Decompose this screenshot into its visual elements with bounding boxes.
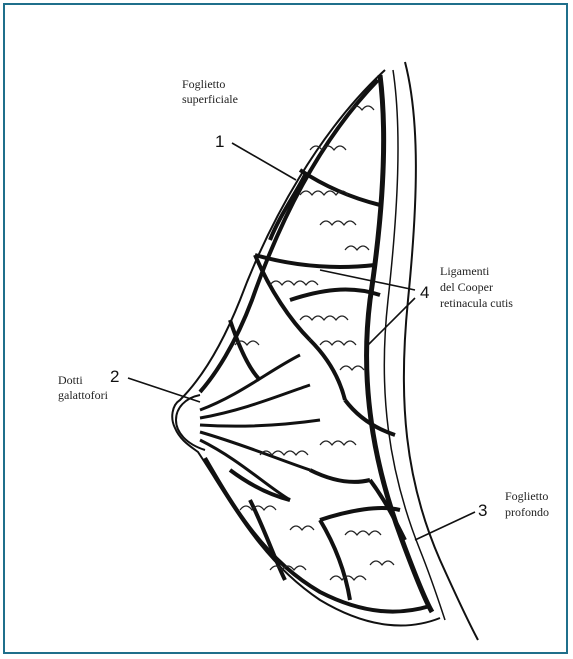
label-ligaments-line1: Ligamenti <box>440 264 490 278</box>
number-2: 2 <box>110 367 119 386</box>
label-superficial-line2: superficiale <box>182 92 238 106</box>
label-deep-line1: Foglietto <box>505 489 548 503</box>
number-1: 1 <box>215 132 224 151</box>
label-ligaments-line2: del Cooper <box>440 280 493 294</box>
label-ligaments-line3: retinacula cutis <box>440 296 513 310</box>
superficial-fascia <box>200 80 378 392</box>
chest-wall-outer-line <box>404 62 478 640</box>
label-deep-line2: profondo <box>505 505 549 519</box>
leader-lines <box>128 143 475 540</box>
chest-wall-inner-line <box>384 70 445 620</box>
superficial-fascia-lower <box>205 458 430 612</box>
label-ducts-line2: galattofori <box>58 388 109 402</box>
number-4: 4 <box>420 283 429 302</box>
skin-outline <box>172 70 440 625</box>
number-3: 3 <box>478 501 487 520</box>
label-superficial-line1: Foglietto <box>182 77 225 91</box>
label-ducts-line1: Dotti <box>58 373 83 387</box>
